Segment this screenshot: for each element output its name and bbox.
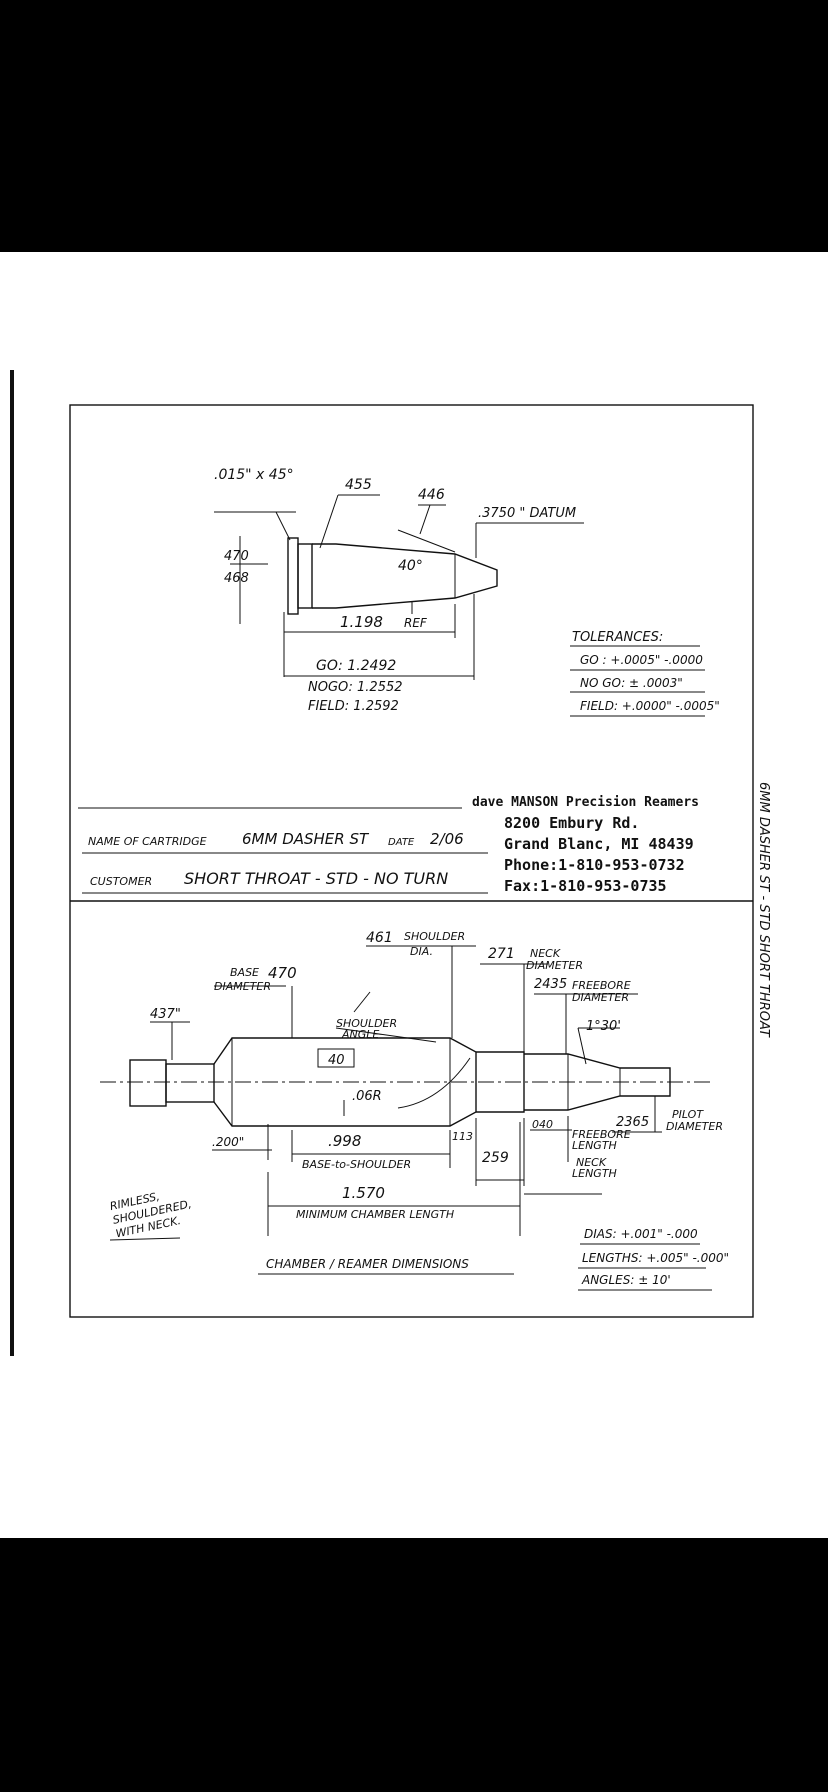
rim-dia-value: 437" [150, 1007, 181, 1022]
date-label: DATE [388, 837, 415, 848]
case-drawing: .015" x 45° 455 446 .3750 " DATUM 470 46… [214, 467, 584, 714]
neck-dia-value: 271 [488, 946, 515, 962]
company-city: Grand Blanc, MI 48439 [504, 835, 694, 853]
date-value: 2/06 [430, 830, 464, 848]
shoulder-dia-sub: DIA. [410, 945, 433, 958]
shoulder-length: 113 [452, 1130, 473, 1143]
cartridge-label: NAME OF CARTRIDGE [88, 835, 207, 848]
shoulder-radius: .06R [352, 1089, 382, 1104]
base-to-shoulder-label: BASE-to-SHOULDER [302, 1158, 411, 1171]
tolerances-block: TOLERANCES: GO : +.0005" -.0000 NO GO: ±… [570, 630, 720, 717]
chamber-drawing: 40 461 SHOULDER D [100, 930, 723, 1241]
cartridge-value: 6MM DASHER ST [242, 830, 370, 848]
neck-length-label: NECK [576, 1156, 607, 1169]
freebore-dia-sub: DIAMETER [572, 991, 629, 1004]
base-label: BASE [230, 966, 259, 979]
nogo-length: NOGO: 1.2552 [308, 680, 403, 695]
case-rim [287, 537, 299, 615]
go-length: GO: 1.2492 [316, 658, 396, 674]
angle-box-value: 40 [328, 1053, 345, 1068]
neck-dia-label: NECK [530, 947, 561, 960]
print-drawing: .015" x 45° 455 446 .3750 " DATUM 470 46… [69, 404, 771, 1318]
base-to-shoulder-value: .998 [328, 1132, 361, 1150]
notes-block: RIMLESS, SHOULDERED, WITH NECK. CHAMBER … [109, 1190, 729, 1291]
company-address: 8200 Embury Rd. [504, 814, 639, 832]
customer-value: SHORT THROAT - STD - NO TURN [184, 869, 448, 888]
tol-nogo: NO GO: ± .0003" [580, 676, 683, 690]
dim-455: 455 [345, 477, 372, 493]
neck-dia-sub: DIAMETER [526, 959, 583, 972]
freebore-length-sub: LENGTH [572, 1139, 617, 1152]
drawing-caption: CHAMBER / REAMER DIMENSIONS [266, 1257, 469, 1271]
rim-bottom-dim: 468 [224, 571, 249, 586]
case-body [312, 543, 498, 609]
tol-field: FIELD: +.0000" -.0005" [580, 699, 720, 713]
rim-top-dim: 470 [224, 549, 249, 564]
tolerances-title: TOLERANCES: [572, 630, 663, 645]
company-name: dave MANSON Precision Reamers [472, 795, 699, 810]
shoulder-angle-sub: ANGLE [341, 1028, 379, 1041]
customer-label: CUSTOMER [90, 875, 152, 888]
case-extractor-groove [297, 543, 313, 609]
side-note: 6MM DASHER ST - STD SHORT THROAT [756, 782, 771, 1038]
throat-angle: 1°30' [586, 1019, 621, 1034]
print-border [69, 404, 754, 1318]
pilot-label: PILOT [672, 1108, 704, 1121]
shoulder-angle-dim: 40° [398, 558, 423, 574]
neck-length-value: 259 [482, 1150, 509, 1166]
shoulder-angle-label: SHOULDER [336, 1017, 397, 1030]
bottom-black-bar [0, 1538, 828, 1792]
min-chamber-label: MINIMUM CHAMBER LENGTH [296, 1208, 454, 1221]
pilot-sub: DIAMETER [666, 1120, 723, 1133]
tol-dias: DIAS: +.001" -.000 [584, 1227, 698, 1241]
left-scan-edge [10, 370, 14, 1356]
neck-length-sub: LENGTH [572, 1167, 617, 1180]
base-dia-value: 470 [268, 964, 297, 982]
pilot-dia-value: 2365 [616, 1115, 649, 1130]
field-length: FIELD: 1.2592 [308, 699, 399, 714]
top-black-bar [0, 0, 828, 252]
chamber-rim-pocket [129, 1059, 167, 1107]
angle-box [317, 1048, 355, 1068]
freebore-length-label: FREEBORE [572, 1128, 631, 1141]
chamber-throat [524, 1053, 671, 1111]
reamer-print-document: .015" x 45° 455 446 .3750 " DATUM 470 46… [0, 252, 828, 1538]
datum-label: .3750 " DATUM [478, 506, 576, 521]
rim-length: .200" [212, 1135, 244, 1149]
chamber-neck [476, 1051, 525, 1113]
chamfer-label: .015" x 45° [214, 467, 294, 483]
base-dia-label: DIAMETER [214, 980, 271, 993]
company-fax: Fax:1-810-953-0735 [504, 877, 667, 895]
tol-go: GO : +.0005" -.0000 [580, 653, 703, 667]
tol-lengths: LENGTHS: +.005" -.000" [582, 1251, 729, 1265]
freebore-dia-value: 2435 [534, 977, 567, 992]
dim-446: 446 [418, 487, 445, 503]
shoulder-dia-value: 461 [366, 930, 393, 946]
freebore-dia-label: FREEBORE [572, 979, 631, 992]
ref-label: REF [404, 616, 428, 630]
company-phone: Phone:1-810-953-0732 [504, 856, 685, 874]
shoulder-dia-label: SHOULDER [404, 930, 465, 943]
title-block: dave MANSON Precision Reamers 8200 Embur… [70, 795, 753, 902]
min-chamber-value: 1.570 [342, 1184, 385, 1202]
freebore-length-value: 040 [532, 1118, 553, 1131]
tol-angles: ANGLES: ± 10' [581, 1273, 671, 1287]
ref-length-dim: 1.198 [340, 613, 383, 631]
